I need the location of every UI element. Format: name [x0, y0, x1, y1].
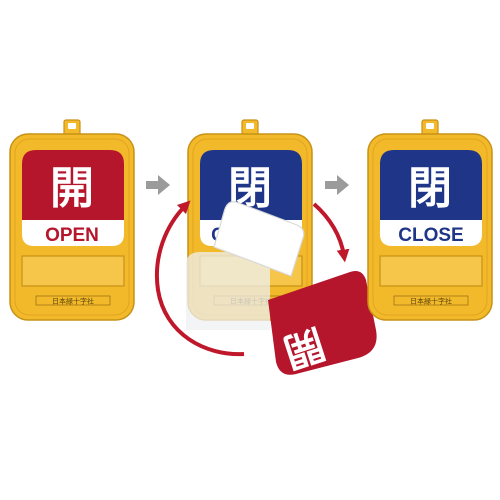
tag-open: 開 OPEN 日本緑十字社 — [9, 119, 135, 321]
name-window — [21, 255, 125, 287]
maker-mark: 日本緑十字社 — [52, 297, 94, 306]
open-word: OPEN — [45, 225, 99, 246]
maker-plate — [393, 295, 469, 306]
flip-card-front: 開 — [268, 271, 377, 375]
card-ghost — [186, 252, 270, 330]
open-kanji: 開 — [50, 163, 94, 214]
right-arrow-icon — [146, 175, 170, 195]
tag-close: 閉 CLOSE 日本緑十字社 — [367, 119, 493, 321]
maker-mark: 日本緑十字社 — [410, 297, 452, 306]
close-panel — [200, 150, 302, 220]
circular-arrow-icon — [155, 200, 245, 357]
right-arrow-icon — [325, 175, 349, 195]
close-panel — [380, 150, 482, 220]
close-kanji: 閉 — [408, 163, 452, 214]
name-window — [379, 255, 483, 287]
tag-flipping: 閉 C 日本緑十字社 開 — [186, 119, 377, 375]
open-panel — [22, 150, 124, 220]
maker-plate — [35, 295, 111, 306]
circular-arrow-icon — [312, 202, 350, 263]
close-word: CLOSE — [398, 225, 463, 246]
flip-card-back — [213, 201, 305, 277]
